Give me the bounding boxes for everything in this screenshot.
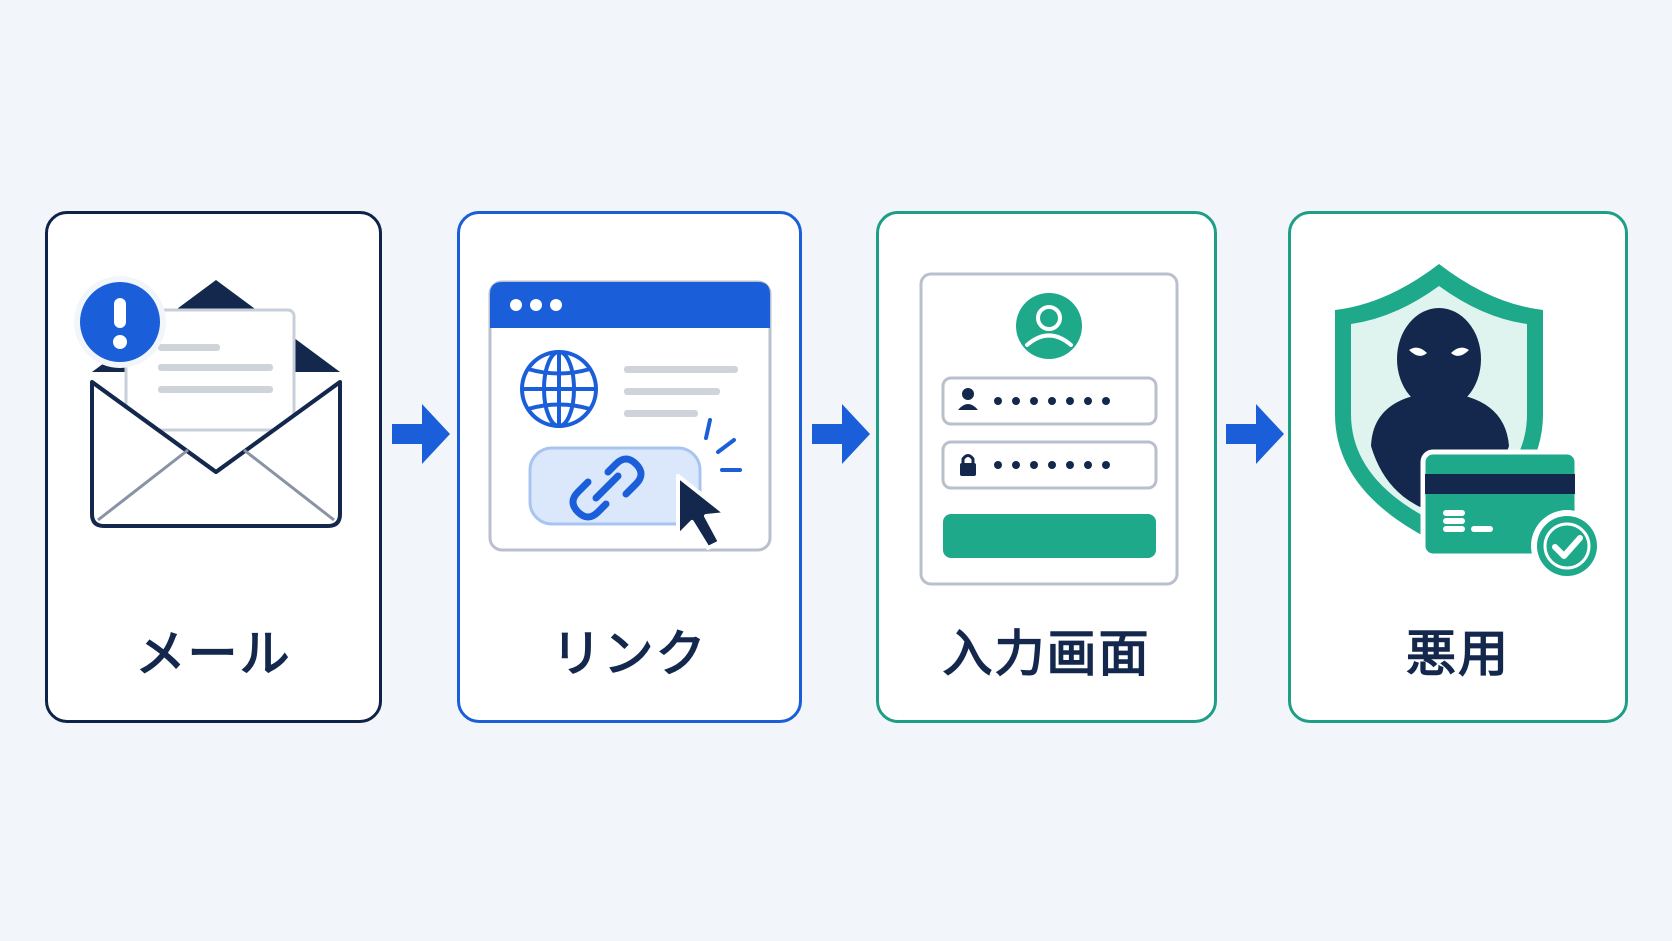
browser-link-click-icon	[488, 280, 772, 552]
user-icon	[958, 388, 978, 410]
step-label-link: リンク	[551, 625, 708, 683]
lock-icon	[960, 454, 976, 476]
envelope-alert-icon	[74, 276, 342, 528]
step-label-input: 入力画面	[942, 625, 1151, 683]
step-card-abuse: 悪用	[1288, 211, 1628, 723]
arrow-right-icon	[812, 404, 870, 464]
check-badge-icon	[1531, 510, 1603, 582]
arrow-right-icon	[1226, 404, 1284, 464]
step-label-mail: メール	[135, 625, 292, 683]
hacker-shield-card-icon	[1335, 264, 1603, 582]
step-label-abuse: 悪用	[1406, 625, 1510, 683]
arrow-right-icon	[392, 404, 450, 464]
step-card-mail: メール	[45, 211, 382, 723]
step-card-input: 入力画面	[876, 211, 1217, 723]
login-form-icon	[919, 272, 1179, 586]
step-card-link: リンク	[457, 211, 802, 723]
user-avatar-icon	[1016, 293, 1082, 359]
